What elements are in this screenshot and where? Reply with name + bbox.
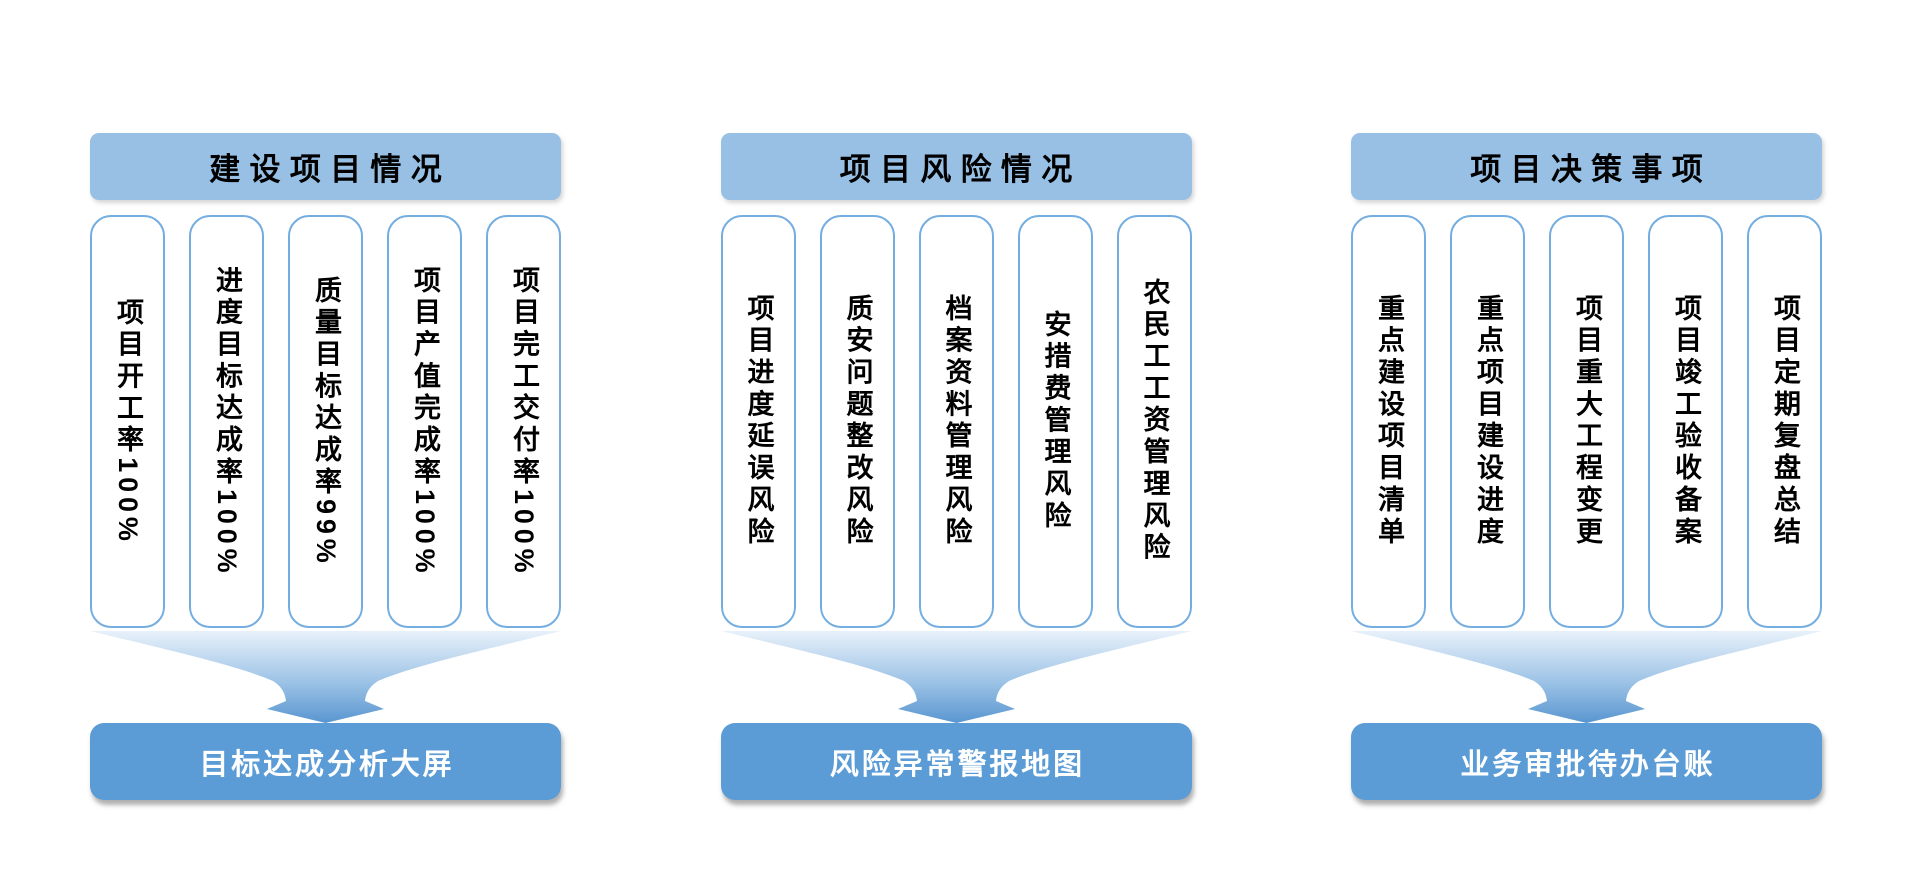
card-row: 项目开工率100% 进度目标达成率100% 质量目标达成率99% 项目产值完成率…: [90, 215, 561, 628]
footer-bar: 风险异常警报地图: [720, 723, 1192, 800]
group-title: 项目风险情况: [720, 133, 1192, 200]
footer-bar: 业务审批待办台账: [1351, 723, 1822, 800]
metric-card: 进度目标达成率100%: [189, 215, 264, 628]
metric-card-label: 质量目标达成率99%: [311, 275, 341, 568]
metric-card-label: 重点项目建设进度: [1473, 294, 1503, 549]
metric-card: 质安问题整改风险: [819, 215, 895, 628]
metric-card-label: 项目竣工验收备案: [1671, 294, 1701, 549]
converge-arrow-icon: [1351, 631, 1822, 723]
metric-card-label: 项目进度延误风险: [743, 294, 774, 549]
metric-card-label: 进度目标达成率100%: [212, 265, 242, 578]
metric-card-label: 项目定期复盘总结: [1770, 294, 1800, 549]
metric-card-label: 农民工工资管理风险: [1139, 278, 1170, 565]
metric-card: 质量目标达成率99%: [288, 215, 363, 628]
metric-card: 农民工工资管理风险: [1116, 215, 1192, 628]
metric-card-label: 项目产值完成率100%: [410, 265, 440, 578]
metric-card-label: 项目完工交付率100%: [509, 265, 539, 578]
metric-card: 项目产值完成率100%: [387, 215, 462, 628]
metric-card: 项目进度延误风险: [720, 215, 796, 628]
metric-card: 项目开工率100%: [90, 215, 165, 628]
group-title: 项目决策事项: [1351, 133, 1822, 200]
converge-arrow-icon: [90, 631, 561, 723]
metric-card: 项目竣工验收备案: [1648, 215, 1723, 628]
metric-card-label: 安措费管理风险: [1040, 309, 1071, 534]
metric-card: 项目定期复盘总结: [1747, 215, 1822, 628]
card-row: 项目进度延误风险 质安问题整改风险 档案资料管理风险 安措费管理风险 农民工工资…: [720, 215, 1192, 628]
metric-card: 项目重大工程变更: [1549, 215, 1624, 628]
metric-card-label: 质安问题整改风险: [842, 294, 873, 549]
metric-card-label: 重点建设项目清单: [1374, 294, 1404, 549]
group-project-risk: 项目风险情况 项目进度延误风险 质安问题整改风险 档案资料管理风险 安措费管理风…: [720, 133, 1192, 800]
group-construction-status: 建设项目情况 项目开工率100% 进度目标达成率100% 质量目标达成率99% …: [90, 133, 561, 800]
metric-card: 重点建设项目清单: [1351, 215, 1426, 628]
footer-bar: 目标达成分析大屏: [90, 723, 561, 800]
card-row: 重点建设项目清单 重点项目建设进度 项目重大工程变更 项目竣工验收备案 项目定期…: [1351, 215, 1822, 628]
metric-card: 安措费管理风险: [1017, 215, 1093, 628]
metric-card-label: 档案资料管理风险: [941, 294, 972, 549]
metric-card-label: 项目开工率100%: [113, 297, 143, 546]
metric-card: 重点项目建设进度: [1450, 215, 1525, 628]
group-title: 建设项目情况: [90, 133, 561, 200]
groups-row: 建设项目情况 项目开工率100% 进度目标达成率100% 质量目标达成率99% …: [90, 133, 1822, 800]
metric-card: 档案资料管理风险: [918, 215, 994, 628]
metric-card-label: 项目重大工程变更: [1572, 294, 1602, 549]
group-project-decisions: 项目决策事项 重点建设项目清单 重点项目建设进度 项目重大工程变更 项目竣工验收…: [1351, 133, 1822, 800]
metric-card: 项目完工交付率100%: [486, 215, 561, 628]
converge-arrow-icon: [720, 631, 1192, 723]
